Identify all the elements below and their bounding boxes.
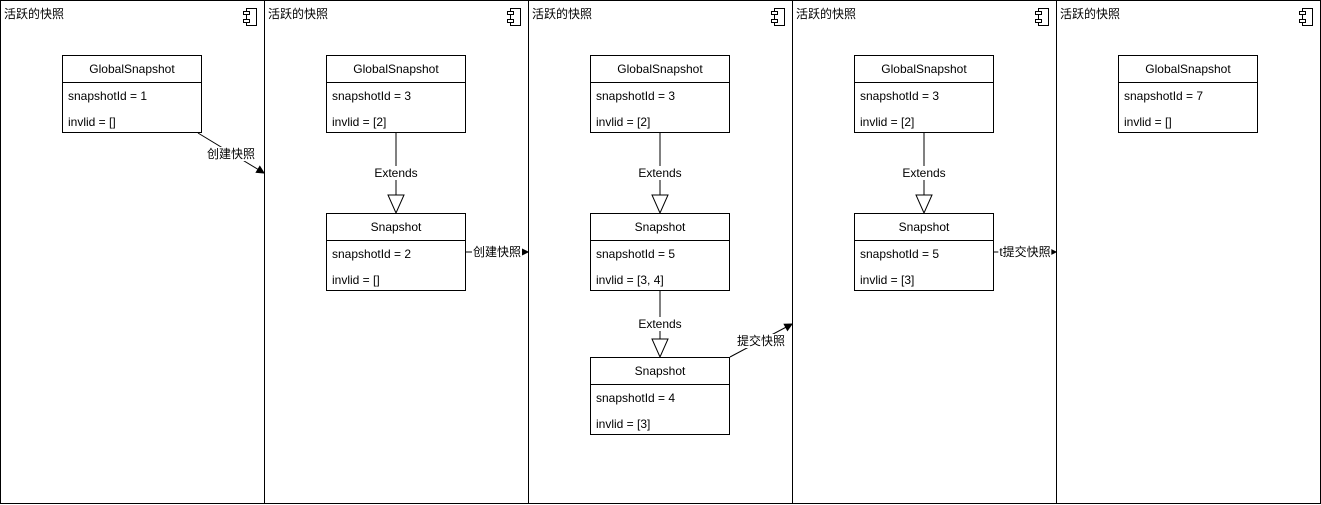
class-name: GlobalSnapshot xyxy=(63,56,201,83)
transition-label: t提交快照 xyxy=(998,245,1052,259)
panel-title: 活跃的快照 xyxy=(1060,7,1121,21)
class-attribute: invlid = [] xyxy=(68,115,116,129)
class-name: Snapshot xyxy=(591,358,729,385)
extends-label: Extends xyxy=(637,166,683,180)
class-attribute: invlid = [2] xyxy=(332,115,387,129)
extends-label: Extends xyxy=(373,166,419,180)
class-name: GlobalSnapshot xyxy=(327,56,465,83)
class-attribute: snapshotId = 3 xyxy=(860,89,940,103)
class-attribute: invlid = [2] xyxy=(596,115,651,129)
panel-title: 活跃的快照 xyxy=(796,7,857,21)
class-box: GlobalSnapshot snapshotId = 3 invlid = [2] xyxy=(590,55,730,133)
class-box: Snapshot snapshotId = 2 invlid = [] xyxy=(326,213,466,291)
transition-label: 创建快照 xyxy=(471,245,523,259)
panel-title: 活跃的快照 xyxy=(4,7,65,21)
class-attribute: snapshotId = 5 xyxy=(860,247,940,261)
extends-label: Extends xyxy=(901,166,947,180)
component-icon xyxy=(1035,8,1049,26)
panel-title: 活跃的快照 xyxy=(532,7,593,21)
class-box: Snapshot snapshotId = 4 invlid = [3] xyxy=(590,357,730,435)
class-attribute: snapshotId = 7 xyxy=(1124,89,1204,103)
class-attribute: invlid = [2] xyxy=(860,115,915,129)
class-box: GlobalSnapshot snapshotId = 1 invlid = [] xyxy=(62,55,202,133)
class-box: GlobalSnapshot snapshotId = 7 invlid = [] xyxy=(1118,55,1258,133)
extends-label: Extends xyxy=(637,317,683,331)
class-name: GlobalSnapshot xyxy=(591,56,729,83)
panel-title: 活跃的快照 xyxy=(268,7,329,21)
class-attribute: invlid = [3] xyxy=(860,273,915,287)
class-attribute: snapshotId = 4 xyxy=(596,391,676,405)
transition-label: 创建快照 xyxy=(205,147,257,161)
class-box: Snapshot snapshotId = 5 invlid = [3, 4] xyxy=(590,213,730,291)
component-icon xyxy=(1299,8,1313,26)
component-icon xyxy=(507,8,521,26)
class-name: GlobalSnapshot xyxy=(1119,56,1257,83)
class-box: GlobalSnapshot snapshotId = 3 invlid = [2] xyxy=(326,55,466,133)
class-attribute: invlid = [] xyxy=(332,273,380,287)
class-name: GlobalSnapshot xyxy=(855,56,993,83)
component-icon xyxy=(771,8,785,26)
class-box: Snapshot snapshotId = 5 invlid = [3] xyxy=(854,213,994,291)
class-box: GlobalSnapshot snapshotId = 3 invlid = [2] xyxy=(854,55,994,133)
class-attribute: snapshotId = 3 xyxy=(596,89,676,103)
class-attribute: invlid = [3, 4] xyxy=(596,273,664,287)
class-attribute: invlid = [3] xyxy=(596,417,651,431)
class-attribute: snapshotId = 1 xyxy=(68,89,148,103)
class-name: Snapshot xyxy=(855,214,993,241)
class-attribute: invlid = [] xyxy=(1124,115,1172,129)
class-name: Snapshot xyxy=(327,214,465,241)
class-attribute: snapshotId = 2 xyxy=(332,247,412,261)
class-name: Snapshot xyxy=(591,214,729,241)
component-icon xyxy=(243,8,257,26)
transition-label: 提交快照 xyxy=(735,334,787,348)
class-attribute: snapshotId = 5 xyxy=(596,247,676,261)
class-attribute: snapshotId = 3 xyxy=(332,89,412,103)
